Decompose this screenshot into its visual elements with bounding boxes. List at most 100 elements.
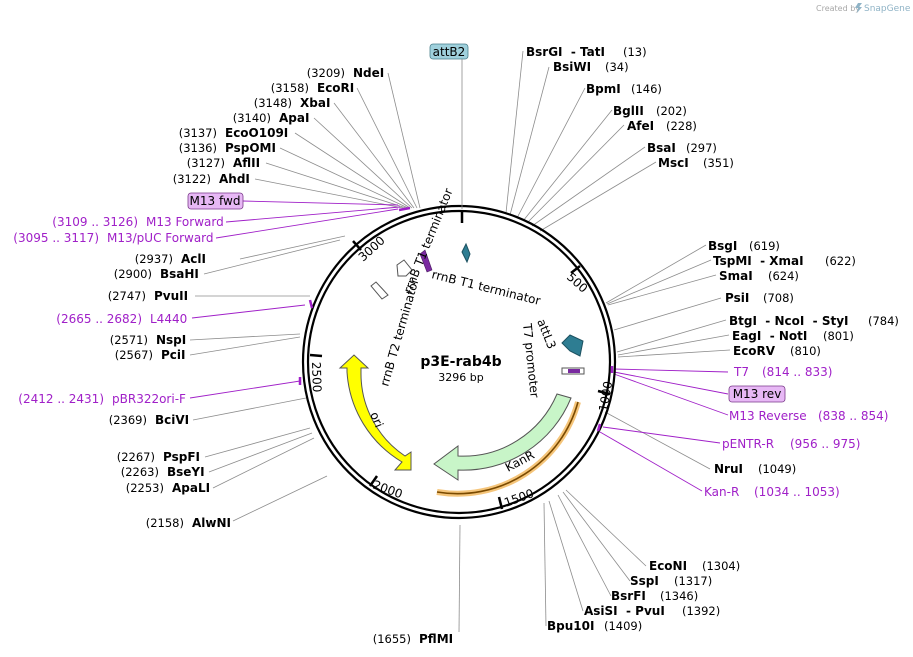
site-pos: (1655) bbox=[373, 632, 411, 646]
site-bsahi[interactable]: (2900) BsaHI bbox=[114, 267, 199, 281]
primer-t7[interactable]: T7 (814 .. 833) bbox=[733, 365, 832, 379]
primer-name: M13 Reverse bbox=[729, 409, 807, 423]
site-name: BsiWI bbox=[553, 60, 591, 74]
site-acli[interactable]: (2937) AclI bbox=[135, 252, 206, 266]
site-name: EcoRV bbox=[733, 344, 776, 358]
kanr-primer-arc-core bbox=[436, 401, 579, 495]
site-pcii[interactable]: (2567) PciI bbox=[115, 348, 186, 362]
site-alwni[interactable]: (2158) AlwNI bbox=[146, 516, 231, 530]
site-name: BsaI bbox=[647, 141, 676, 155]
site-ahdi[interactable]: (3122) AhdI bbox=[173, 172, 250, 186]
primer-m13-forward[interactable]: (3109 .. 3126) M13 Forward bbox=[52, 215, 223, 229]
site-bpmi[interactable]: BpmI (146) bbox=[586, 82, 662, 96]
site-xbai[interactable]: (3148) XbaI bbox=[254, 96, 331, 110]
site-ecori[interactable]: (3158) EcoRI bbox=[271, 81, 355, 95]
site-pos: (2571) bbox=[110, 333, 148, 347]
site-asisi-pvui[interactable]: AsiSI - PvuI (1392) bbox=[584, 604, 720, 618]
rrnb-t1-label: rrnB T1 terminator bbox=[430, 267, 542, 308]
site-name: AclI bbox=[181, 252, 206, 266]
site-name: BsrFI bbox=[611, 589, 646, 603]
site-pos: (2747) bbox=[108, 289, 146, 303]
site-tspmi-xmai[interactable]: TspMI - XmaI (622) bbox=[713, 254, 856, 268]
site-name: AfeI bbox=[627, 119, 654, 133]
site-pos: (13) bbox=[623, 45, 647, 59]
tick-label-2500: 2500 bbox=[309, 362, 324, 393]
site-name: BsaHI bbox=[160, 267, 199, 281]
primer-name: M13 Forward bbox=[146, 215, 224, 229]
site-name: BsgI bbox=[708, 239, 737, 253]
site-pos: (1317) bbox=[674, 574, 712, 588]
site-eagi-noti[interactable]: EagI - NotI (801) bbox=[732, 329, 854, 343]
site-pos: (3209) bbox=[307, 66, 345, 80]
tick-label-2000: 2000 bbox=[371, 478, 404, 502]
site-econi[interactable]: EcoNI (1304) bbox=[649, 559, 740, 573]
site-name: BciVI bbox=[155, 413, 189, 427]
site-ecoo109i[interactable]: (3137) EcoO109I bbox=[179, 126, 289, 140]
site-apai[interactable]: (3140) ApaI bbox=[233, 111, 310, 125]
rrnb-t1-terminator-feature[interactable] bbox=[461, 242, 471, 264]
rrnb-t2-terminator-feature[interactable] bbox=[370, 249, 433, 300]
site-pos: (2369) bbox=[109, 413, 147, 427]
site-bsai[interactable]: BsaI (297) bbox=[647, 141, 717, 155]
site-afei[interactable]: AfeI (228) bbox=[627, 119, 697, 133]
ori-feature[interactable] bbox=[338, 354, 412, 471]
site-bsiwi[interactable]: BsiWI (34) bbox=[553, 60, 629, 74]
primer-name: M13/pUC Forward bbox=[107, 231, 214, 245]
site-pflmi[interactable]: (1655) PflMI bbox=[373, 632, 453, 646]
site-name: BsrGI - TatI bbox=[526, 45, 605, 59]
site-btgi-ncoi-styi[interactable]: BtgI - NcoI - StyI (784) bbox=[729, 314, 899, 328]
site-pos: (3158) bbox=[271, 81, 309, 95]
primer-m13-puc-forward[interactable]: (3095 .. 3117) M13/pUC Forward bbox=[13, 231, 213, 245]
primer-l4440[interactable]: (2665 .. 2682) L4440 bbox=[56, 312, 187, 326]
site-ndei[interactable]: (3209) NdeI bbox=[307, 66, 385, 80]
site-pos: (2158) bbox=[146, 516, 184, 530]
site-bsgi[interactable]: BsgI (619) bbox=[708, 239, 780, 253]
site-name: EagI - NotI bbox=[732, 329, 807, 343]
primer-kan-r[interactable]: Kan-R (1034 .. 1053) bbox=[704, 485, 840, 499]
primer-range: (2412 .. 2431) bbox=[18, 392, 104, 406]
site-name: EcoNI bbox=[649, 559, 687, 573]
site-name: BseYI bbox=[167, 465, 205, 479]
site-bcivi[interactable]: (2369) BciVI bbox=[109, 413, 189, 427]
primer-leader-lines bbox=[189, 200, 729, 492]
site-apali[interactable]: (2253) ApaLI bbox=[126, 481, 210, 495]
attb2-box[interactable]: attB2 bbox=[429, 43, 469, 60]
site-bpu10i[interactable]: Bpu10I (1409) bbox=[547, 619, 642, 633]
site-pos: (2263) bbox=[121, 465, 159, 479]
site-pos: (202) bbox=[656, 104, 687, 118]
site-msci[interactable]: MscI (351) bbox=[658, 156, 734, 170]
site-pos: (3140) bbox=[233, 111, 271, 125]
site-pspfi[interactable]: (2267) PspFI bbox=[117, 450, 200, 464]
site-smai[interactable]: SmaI (624) bbox=[719, 269, 799, 283]
site-name: BpmI bbox=[586, 82, 621, 96]
primer-pbr322ori-f[interactable]: (2412 .. 2431) pBR322ori-F bbox=[18, 392, 186, 406]
m13fwd-box[interactable]: M13 fwd bbox=[187, 192, 244, 210]
site-pos: (34) bbox=[605, 60, 629, 74]
attb2-label: attB2 bbox=[433, 45, 466, 59]
site-bsrgi-tati[interactable]: BsrGI - TatI (13) bbox=[526, 45, 647, 59]
primer-name: L4440 bbox=[150, 312, 187, 326]
site-name: PspOMI bbox=[225, 141, 276, 155]
site-ecorv[interactable]: EcoRV (810) bbox=[733, 344, 821, 358]
site-psii[interactable]: PsiI (708) bbox=[725, 291, 794, 305]
site-name: PspFI bbox=[163, 450, 200, 464]
site-pos: (1304) bbox=[702, 559, 740, 573]
kanr-feature[interactable] bbox=[433, 393, 572, 481]
site-bsrfi[interactable]: BsrFI (1346) bbox=[611, 589, 698, 603]
site-nspi[interactable]: (2571) NspI bbox=[110, 333, 187, 347]
primer-m13-reverse[interactable]: M13 Reverse (838 .. 854) bbox=[729, 409, 888, 423]
site-pvuii[interactable]: (2747) PvuII bbox=[108, 289, 188, 303]
site-name: ApaI bbox=[279, 111, 309, 125]
attl3-feature[interactable] bbox=[561, 334, 584, 357]
primer-range: (814 .. 833) bbox=[762, 365, 832, 379]
site-sspi[interactable]: SspI (1317) bbox=[630, 574, 712, 588]
site-name: Bpu10I bbox=[547, 619, 594, 633]
site-aflii[interactable]: (3127) AflII bbox=[187, 156, 260, 170]
site-bglii[interactable]: BglII (202) bbox=[613, 104, 687, 118]
m13rev-box[interactable]: M13 rev bbox=[728, 385, 786, 403]
site-nrui[interactable]: NruI (1049) bbox=[714, 462, 796, 476]
site-name: PsiI bbox=[725, 291, 749, 305]
primer-pentr-r[interactable]: pENTR-R (956 .. 975) bbox=[722, 437, 860, 451]
site-bseyi[interactable]: (2263) BseYI bbox=[121, 465, 205, 479]
site-pspomi[interactable]: (3136) PspOMI bbox=[179, 141, 276, 155]
